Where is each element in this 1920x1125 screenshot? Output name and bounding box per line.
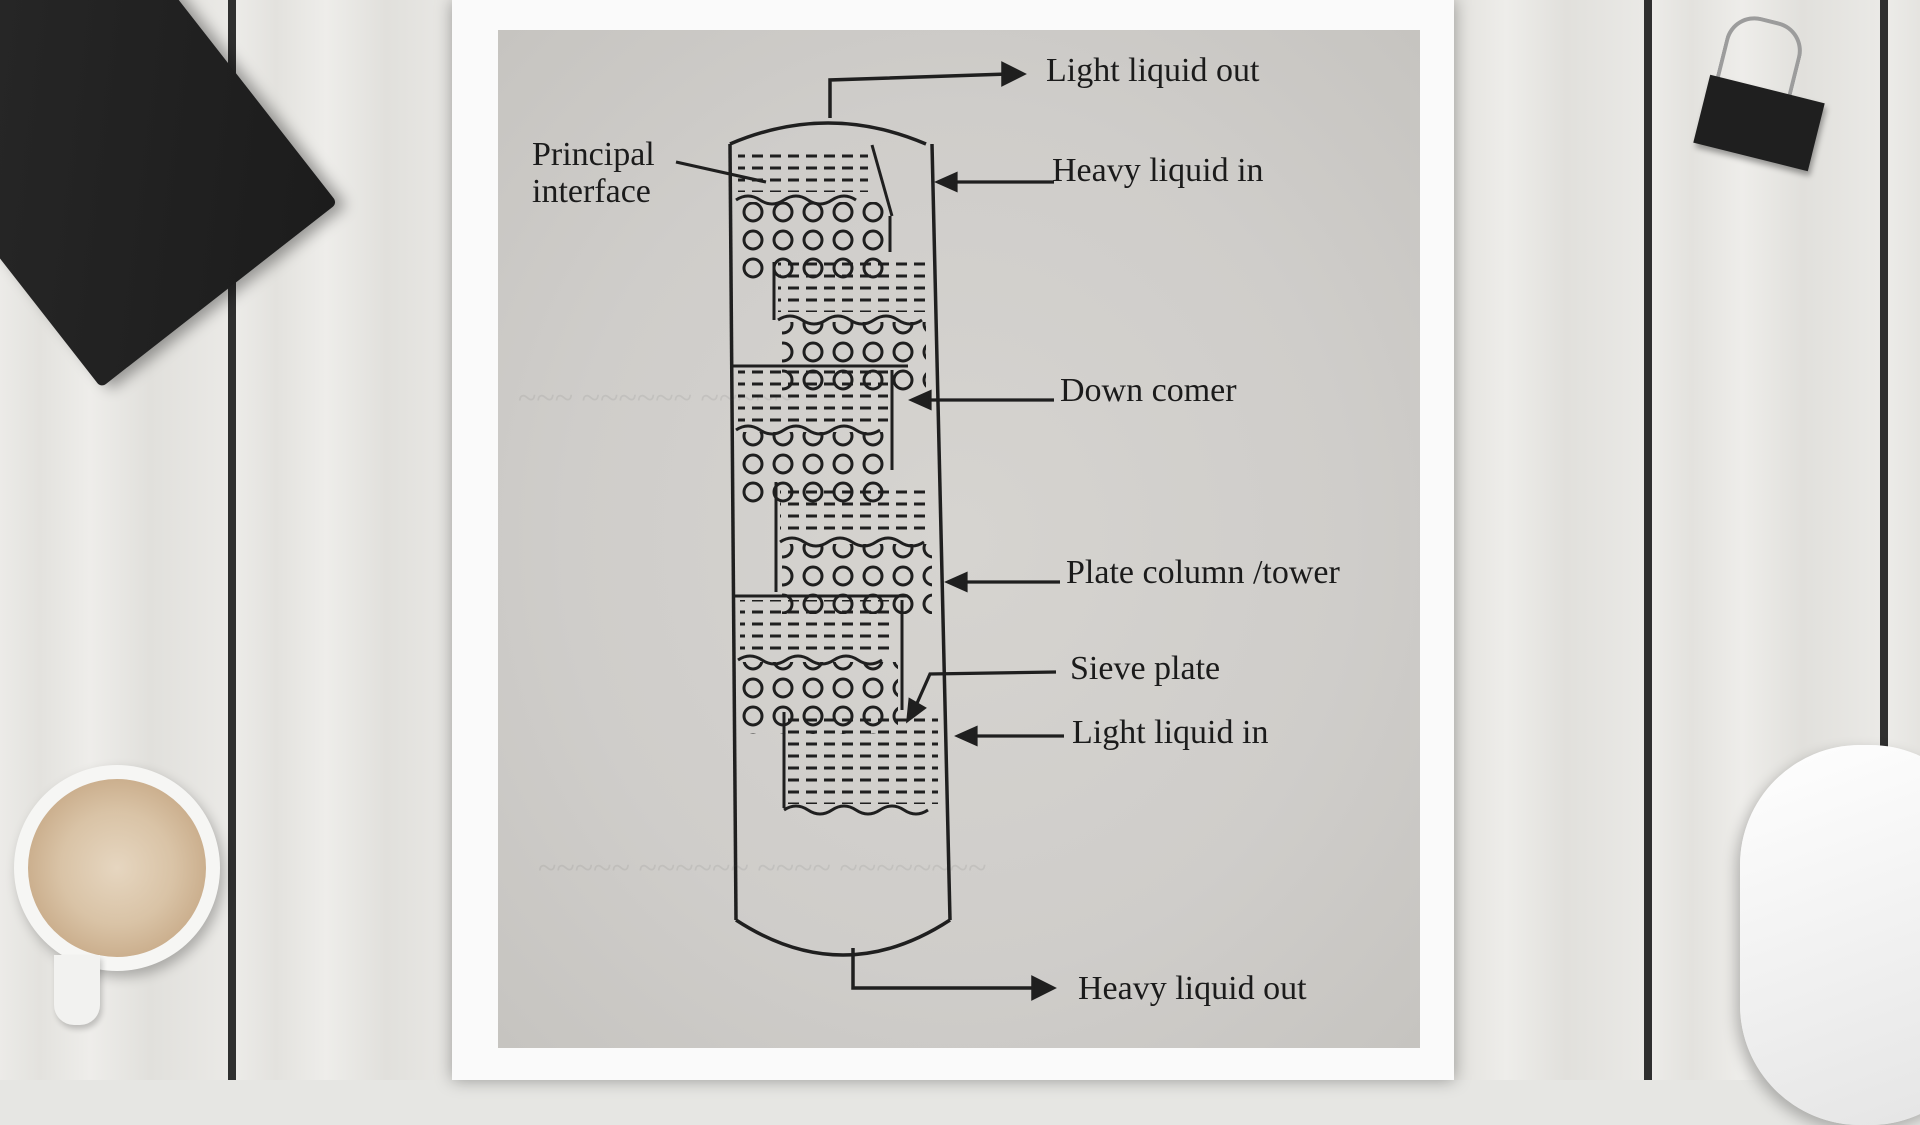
label-light-liquid-in: Light liquid in [1072, 714, 1269, 751]
diagram-photo: ~~~ ~~~~~~ ~~~~~ ~~~~~ ~~~~~~ ~~~~ ~~~~~… [498, 30, 1420, 1048]
light-layer-stage-3 [738, 370, 888, 422]
coffee-surface [28, 779, 206, 957]
label-down-comer: Down comer [1060, 372, 1237, 409]
label-plate-column: Plate column /tower [1066, 554, 1340, 591]
cup-handle [54, 955, 100, 1025]
label-sieve-plate: Sieve plate [1070, 650, 1221, 687]
bottom-light-layer [788, 714, 938, 804]
label-principal-interface: Principal interface [532, 136, 655, 211]
top-outlet-arrow [828, 61, 1027, 118]
coffee-cup [14, 765, 220, 1025]
column-shell [728, 121, 952, 957]
light-layer-stage-5 [740, 600, 890, 652]
label-heavy-liquid-out: Heavy liquid out [1078, 970, 1307, 1007]
bleed-through-text-1: ~~~ ~~~~~~ ~~~~~ [518, 380, 793, 417]
column-diagram [675, 61, 1064, 1001]
light-layer-stage-2 [778, 260, 928, 312]
computer-mouse [1740, 745, 1920, 1125]
bleed-through-text-2: ~~~~~ ~~~~~~ ~~~~ ~~~~~~~~ [538, 850, 987, 887]
downcomer-1 [870, 144, 894, 217]
top-light-layer [738, 148, 868, 192]
label-heavy-liquid-in: Heavy liquid in [1052, 152, 1264, 189]
label-light-liquid-out: Light liquid out [1046, 52, 1260, 89]
pointer-arrows [675, 160, 1064, 747]
bottom-outlet-arrow [851, 948, 1057, 1001]
light-layer-stage-4 [780, 482, 930, 534]
